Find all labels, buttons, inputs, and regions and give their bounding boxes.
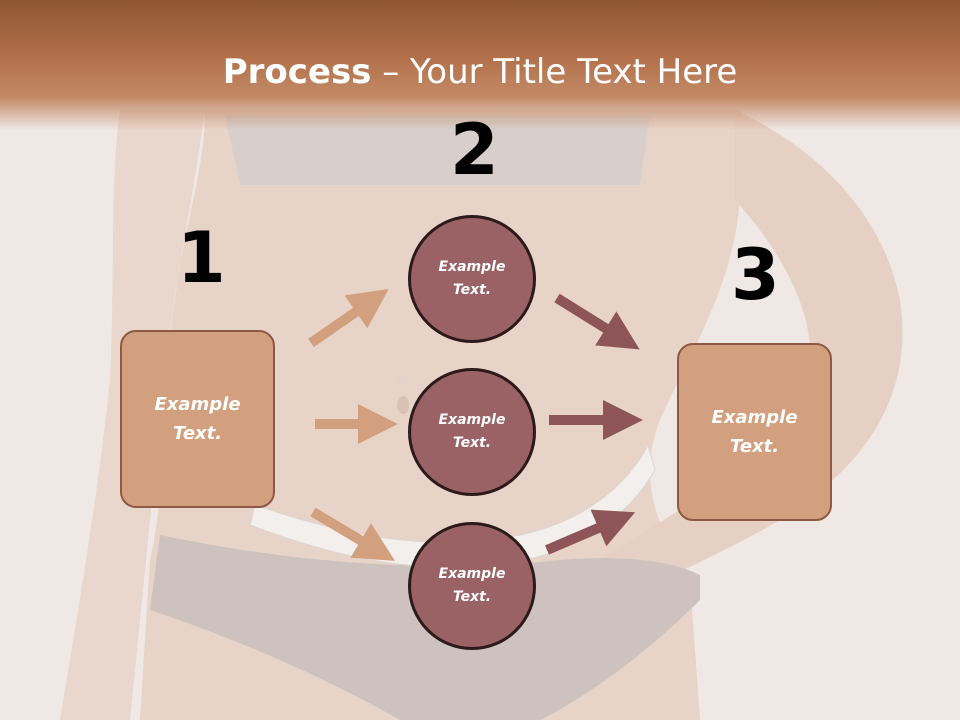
arrow-circle1-to-box3 xyxy=(554,293,640,350)
arrow-box1-to-circle3 xyxy=(310,507,396,561)
title-bar xyxy=(0,0,960,130)
step-2-circle-middle: Example Text. xyxy=(408,368,536,496)
step-1-text: Example Text. xyxy=(154,394,241,444)
step-number-2: 2 xyxy=(450,109,499,191)
step-3-text: Example Text. xyxy=(711,407,798,457)
circle-bottom-text: Example Text. xyxy=(438,566,506,605)
title-bold: Process xyxy=(222,52,372,92)
arrow-circle3-to-box3 xyxy=(545,509,636,555)
circle-top-text: Example Text. xyxy=(438,259,506,298)
title-rest: – Your Title Text Here xyxy=(371,52,738,92)
step-2-circle-bottom: Example Text. xyxy=(408,522,536,650)
step-number-1: 1 xyxy=(177,217,226,299)
step-1-box: Example Text. xyxy=(120,330,275,508)
circle-middle-text: Example Text. xyxy=(438,412,506,451)
step-3-box: Example Text. xyxy=(677,343,832,521)
arrow-box1-to-circle1 xyxy=(308,289,389,348)
step-number-3: 3 xyxy=(731,234,780,316)
step-2-circle-top: Example Text. xyxy=(408,215,536,343)
page-title: Process – Your Title Text Here xyxy=(0,52,960,92)
